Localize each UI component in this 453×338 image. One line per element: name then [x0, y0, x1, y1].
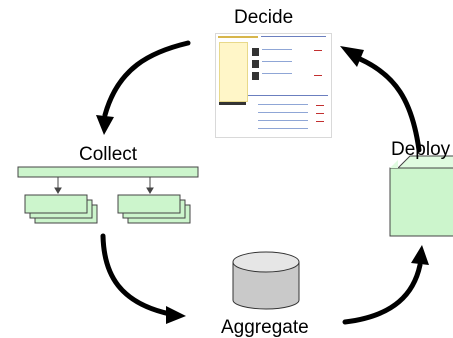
arrowhead-aggregate	[166, 306, 186, 324]
arrow-aggregate-to-deploy	[342, 262, 423, 325]
collect-bar	[17, 166, 199, 178]
arrowhead-collect	[96, 115, 114, 135]
arrow-collect-to-aggregate	[100, 233, 173, 317]
stage-label-aggregate: Aggregate	[221, 317, 309, 338]
stage-label-decide: Decide	[234, 7, 294, 28]
arrow-deploy-to-decide	[357, 56, 422, 153]
arrow-heads	[96, 46, 429, 324]
stage-label-collect: Collect	[79, 144, 138, 165]
document-stack-right	[117, 194, 191, 224]
collect-icon	[17, 166, 199, 224]
arrowhead-decide	[340, 46, 364, 67]
stage-label-deploy: Deploy	[391, 139, 451, 160]
cube-icon	[389, 155, 453, 237]
document-stack-left	[24, 194, 98, 224]
webpage-screenshot-icon	[215, 33, 332, 138]
database-icon	[232, 251, 300, 310]
arrowhead-deploy	[411, 245, 429, 265]
cycle-arrows	[100, 40, 423, 325]
arrow-decide-to-collect	[102, 40, 191, 118]
